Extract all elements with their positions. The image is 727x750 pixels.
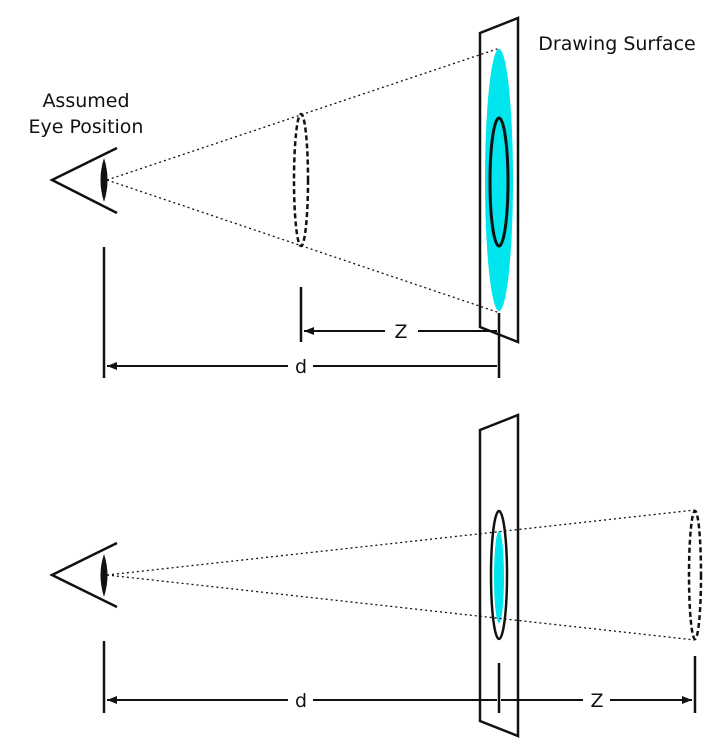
projected-image [485,49,513,311]
d-label-top: d [295,356,307,378]
eye-icon [49,146,118,215]
drawing-surface-plane [478,16,520,344]
object-ellipse [292,112,310,248]
z-label-bottom: Z [590,690,603,712]
surface-ellipse-bottom [489,509,509,641]
z-label-top: Z [394,321,407,343]
drawing-surface-plane-bottom [478,413,520,738]
d-label-bottom: d [295,690,307,712]
sight-line-lower [106,179,501,314]
projected-image-bottom [494,531,504,623]
eye-position-label-line2: Eye Position [29,116,144,138]
eye-icon [49,541,118,609]
surface-ellipse [488,116,510,248]
drawing-surface-label: Drawing Surface [538,33,695,55]
sight-line-lower-bottom [106,574,696,641]
bottom-diagram: d Z [49,413,703,738]
object-ellipse-bottom [687,509,703,641]
sight-line-upper [106,47,501,181]
eye-position-label-line1: Assumed [42,90,129,112]
top-diagram: Assumed Eye Position Drawing Surface Z d [29,16,696,378]
sight-line-upper-bottom [106,509,696,576]
